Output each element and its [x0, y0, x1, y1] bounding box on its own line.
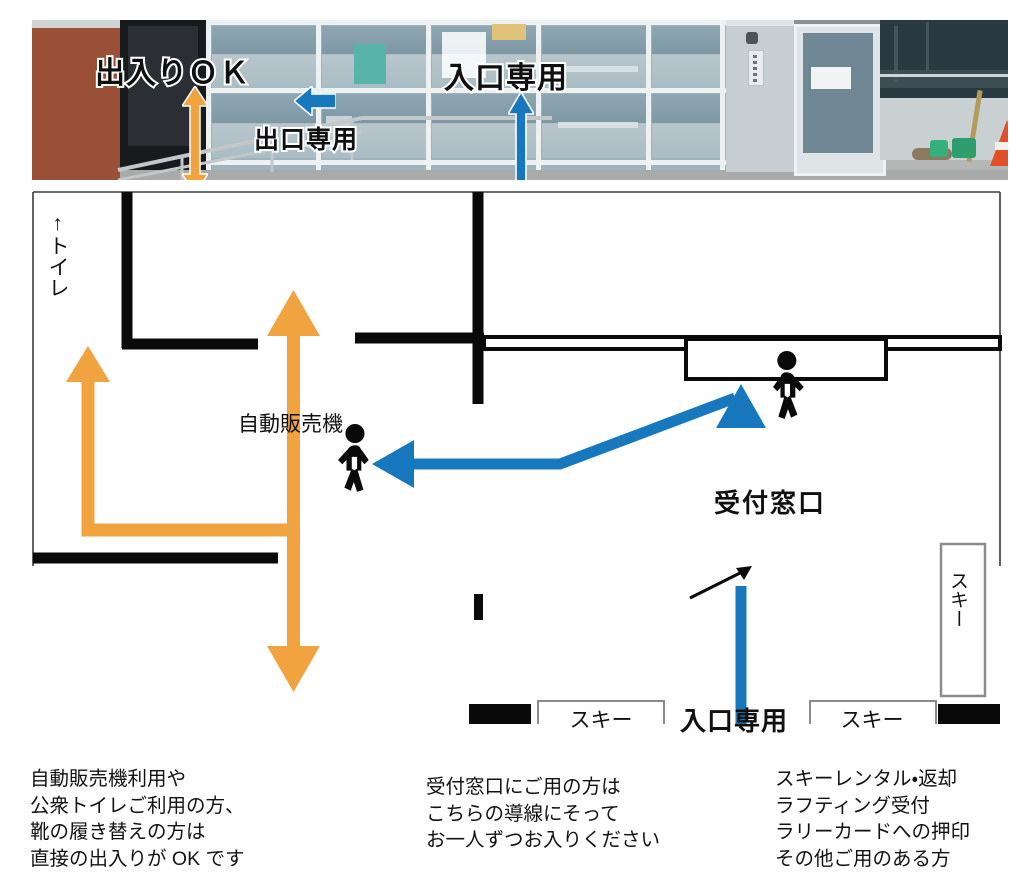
- poster-root: 出入りＯＫ 出口専用 入口専用: [0, 20, 1024, 870]
- label-reception-window: 受付窓口: [714, 488, 827, 518]
- photo-blue-left-arrow: [294, 86, 336, 116]
- photo-cone-band: [995, 142, 1008, 150]
- photo-door-sign: [811, 67, 851, 89]
- plan-outline: [32, 191, 1001, 566]
- photo-label-exit-only: 出口専用: [252, 124, 359, 156]
- photo-upper-window: [880, 20, 1008, 98]
- photo-bucket: [930, 140, 948, 157]
- photo-blue-up-arrow: [508, 92, 534, 180]
- photo-glass-pane: [652, 94, 720, 158]
- pedestrian-icon-left: [338, 424, 369, 492]
- photo-pillar: [726, 20, 794, 172]
- photo-glass-pane: [212, 26, 316, 88]
- caption-middle: 受付窓口にご用の方は こちらの導線にそって お一人ずつお入りください: [426, 776, 661, 852]
- photo-label-exit-ok: 出入りＯＫ: [93, 55, 251, 92]
- caption-pointer-arrowhead: [736, 566, 752, 580]
- floor-plan-diagram: ↑トイレ 自動販売機 受付窓口 スキー スキー スキー 入口専用 自動販売機利用…: [0, 186, 1024, 870]
- photo-brown-wall: [32, 20, 120, 180]
- label-toilet: ↑トイレ: [46, 212, 70, 298]
- photo-orange-double-arrow: [182, 86, 208, 180]
- photo-brown-wall-top: [32, 20, 120, 28]
- ski-rack-vertical-box: [939, 542, 987, 698]
- orange-arrowhead-up: [267, 290, 320, 336]
- pedestrian-icon-reception: [773, 351, 804, 419]
- photo-interior-shelf: [558, 122, 638, 128]
- photo-interior-shelf: [558, 66, 638, 72]
- photo-glass-pane: [652, 26, 720, 88]
- photo-camera: [746, 32, 758, 44]
- entrance-photo: 出入りＯＫ 出口専用 入口専用: [32, 20, 1008, 180]
- label-ski-rack: スキー: [947, 571, 968, 628]
- orange-arrowhead-down: [267, 646, 320, 692]
- blue-route: [400, 392, 747, 724]
- blue-arrowhead-left: [372, 440, 414, 488]
- photo-pillar-top: [726, 20, 794, 26]
- photo-notice-small: [492, 24, 526, 40]
- entrance-block-left: [469, 704, 531, 724]
- photo-right-door: [794, 24, 886, 176]
- photo-notice-paper: [442, 32, 486, 78]
- photo-door-glass: [803, 33, 873, 153]
- photo-watering-can: [952, 138, 976, 158]
- orange-arrowhead-toilet: [66, 346, 110, 382]
- ski-box-left: [537, 700, 665, 724]
- caption-pointer-line: [689, 566, 752, 600]
- photo-interior-object: [354, 44, 386, 84]
- photo-intercom: [748, 50, 764, 86]
- photo-glass-pane: [542, 26, 646, 88]
- orange-double-arrow-main: [267, 290, 320, 692]
- entrance-block-right: [938, 704, 1000, 724]
- label-entrance-only: 入口専用: [680, 706, 789, 736]
- photo-dark-entrance-inner: [128, 26, 198, 146]
- floor-plan-svg: [32, 191, 1002, 724]
- orange-route-toilet: [81, 376, 293, 537]
- caption-right: スキーレンタル・返却 ラフティング受付 ラリーカードへの押印 その他ご用のある方: [775, 768, 971, 870]
- blue-arrowhead-up: [716, 384, 766, 428]
- photo-label-entrance-only: 入口専用: [442, 60, 569, 97]
- label-ski-box-right: スキー: [840, 709, 904, 732]
- wall-stub: [474, 594, 483, 620]
- ski-box-right: [809, 700, 937, 724]
- plan-walls: [33, 192, 484, 564]
- caption-left: 自動販売機利用や 公衆トイレご利用の方、 靴の履き替えの方は 直接の出入りが O…: [30, 768, 245, 870]
- label-ski-box-left: スキー: [569, 709, 633, 732]
- label-vending-machine: 自動販売機: [238, 413, 343, 436]
